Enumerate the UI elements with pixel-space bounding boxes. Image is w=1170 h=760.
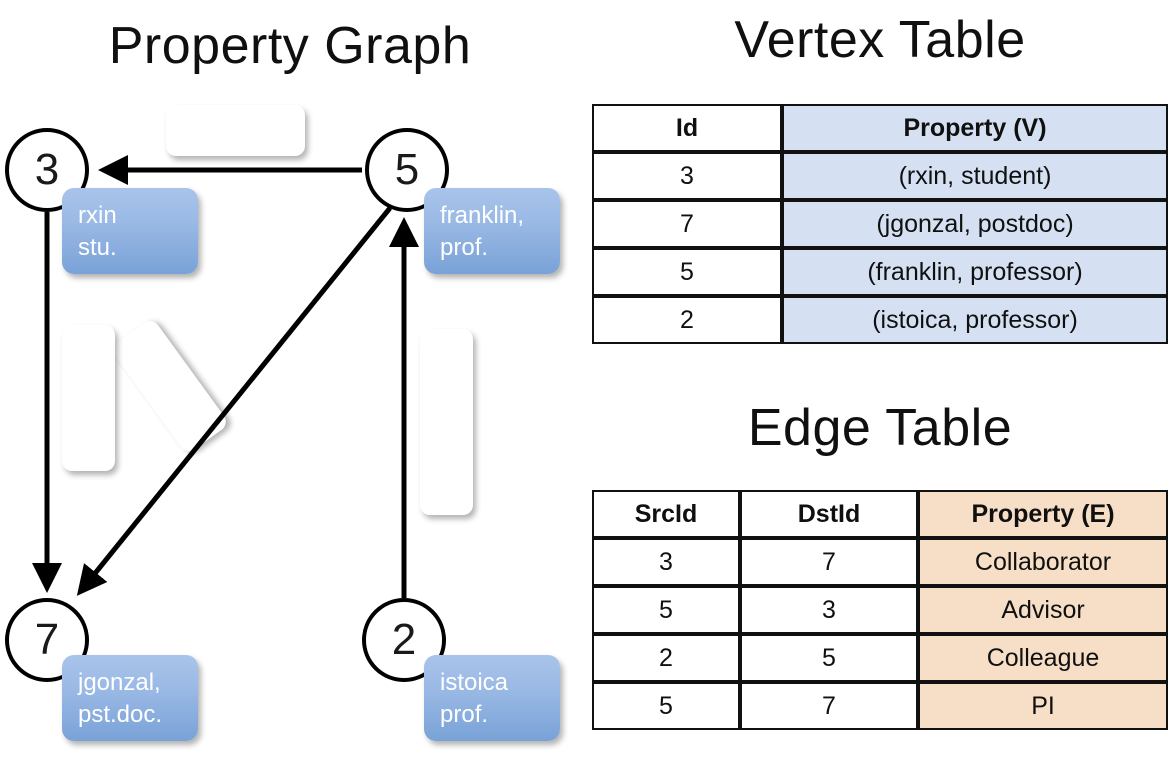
table-row[interactable]: 5 7 PI — [592, 682, 1168, 730]
edge-label-box-collab: Collab. — [62, 325, 115, 471]
edge-table: SrcId DstId Property (E) 3 7 Collaborato… — [592, 490, 1168, 730]
graph-node-7-label: 7 — [34, 615, 60, 664]
vertex-property-box-5: franklin, prof. — [424, 188, 560, 274]
graph-node-5-label: 5 — [394, 145, 420, 194]
vertex-row-1-property: (jgonzal, postdoc) — [782, 200, 1168, 248]
vertex-property-box-3: rxin stu. — [62, 188, 198, 274]
edge-table-header-row: SrcId DstId Property (E) — [592, 490, 1168, 538]
vertex-property-box-3-line1: rxin — [78, 202, 117, 229]
vertex-property-box-5-line1: franklin, — [440, 202, 525, 229]
edge-table-col-property: Property (E) — [918, 490, 1168, 538]
graph-node-2[interactable]: 2 — [362, 598, 446, 682]
edge-row-0-dst: 7 — [740, 538, 918, 586]
graph-node-3-label: 3 — [34, 145, 60, 194]
graph-edge-5-7 — [76, 206, 392, 596]
property-graph-panel: Property Graph 3 5 7 2 — [5, 17, 560, 741]
vertex-row-3-id: 2 — [592, 296, 782, 344]
edge-row-2-dst: 5 — [740, 634, 918, 682]
edge-label-advisor: Advisor — [195, 116, 276, 144]
edge-label-box-advisor: Advisor — [166, 105, 305, 156]
edge-label-collab: Collab. — [75, 360, 103, 436]
page-title-property-graph: Property Graph — [108, 17, 472, 75]
vertex-property-box-2-line1: istoica — [440, 669, 509, 696]
table-row[interactable]: 2 5 Colleague — [592, 634, 1168, 682]
edge-row-2-property: Colleague — [918, 634, 1168, 682]
vertex-table-col-id: Id — [592, 104, 782, 152]
edge-row-1-property: Advisor — [918, 586, 1168, 634]
vertex-table: Id Property (V) 3 (rxin, student) 7 (jgo… — [592, 104, 1168, 344]
vertex-property-box-5-line2: prof. — [440, 233, 489, 261]
edge-table-col-srcid: SrcId — [592, 490, 740, 538]
table-row[interactable]: 7 (jgonzal, postdoc) — [592, 200, 1168, 248]
vertex-property-box-7: jgonzal, pst.doc. — [62, 655, 198, 741]
edge-row-3-property: PI — [918, 682, 1168, 730]
edge-row-2-src: 2 — [592, 634, 740, 682]
vertex-row-2-id: 5 — [592, 248, 782, 296]
vertex-property-box-3-line2: stu. — [78, 233, 117, 261]
vertex-table-header-row: Id Property (V) — [592, 104, 1168, 152]
graph-edges-svg — [32, 155, 419, 598]
edge-row-1-dst: 3 — [740, 586, 918, 634]
vertex-table-col-property: Property (V) — [782, 104, 1168, 152]
table-row[interactable]: 2 (istoica, professor) — [592, 296, 1168, 344]
vertex-row-0-id: 3 — [592, 152, 782, 200]
edge-row-0-property: Collaborator — [918, 538, 1168, 586]
vertex-property-box-2: istoica prof. — [424, 655, 560, 741]
edge-table-col-dstid: DstId — [740, 490, 918, 538]
vertex-property-box-7-line1: jgonzal, — [78, 669, 161, 696]
edge-row-3-dst: 7 — [740, 682, 918, 730]
table-row[interactable]: 5 3 Advisor — [592, 586, 1168, 634]
graph-node-5[interactable]: 5 — [365, 128, 449, 212]
graph-node-2-label: 2 — [391, 615, 417, 664]
page-title-vertex-table: Vertex Table — [734, 11, 1026, 69]
vertex-row-0-property: (rxin, student) — [782, 152, 1168, 200]
edge-row-1-src: 5 — [592, 586, 740, 634]
vertex-row-2-property: (franklin, professor) — [782, 248, 1168, 296]
edge-row-0-src: 3 — [592, 538, 740, 586]
edge-label-colleague: Colleague — [433, 367, 461, 477]
page-title-edge-table: Edge Table — [747, 399, 1013, 457]
table-row[interactable]: 5 (franklin, professor) — [592, 248, 1168, 296]
table-row[interactable]: 3 7 Collaborator — [592, 538, 1168, 586]
vertex-property-box-2-line2: prof. — [440, 700, 489, 728]
vertex-row-3-property: (istoica, professor) — [782, 296, 1168, 344]
edge-label-pi: PI — [152, 368, 188, 403]
vertex-row-1-id: 7 — [592, 200, 782, 248]
vertex-property-box-7-line2: pst.doc. — [78, 700, 163, 728]
table-row[interactable]: 3 (rxin, student) — [592, 152, 1168, 200]
edge-label-box-colleague: Colleague — [420, 329, 473, 515]
edge-row-3-src: 5 — [592, 682, 740, 730]
